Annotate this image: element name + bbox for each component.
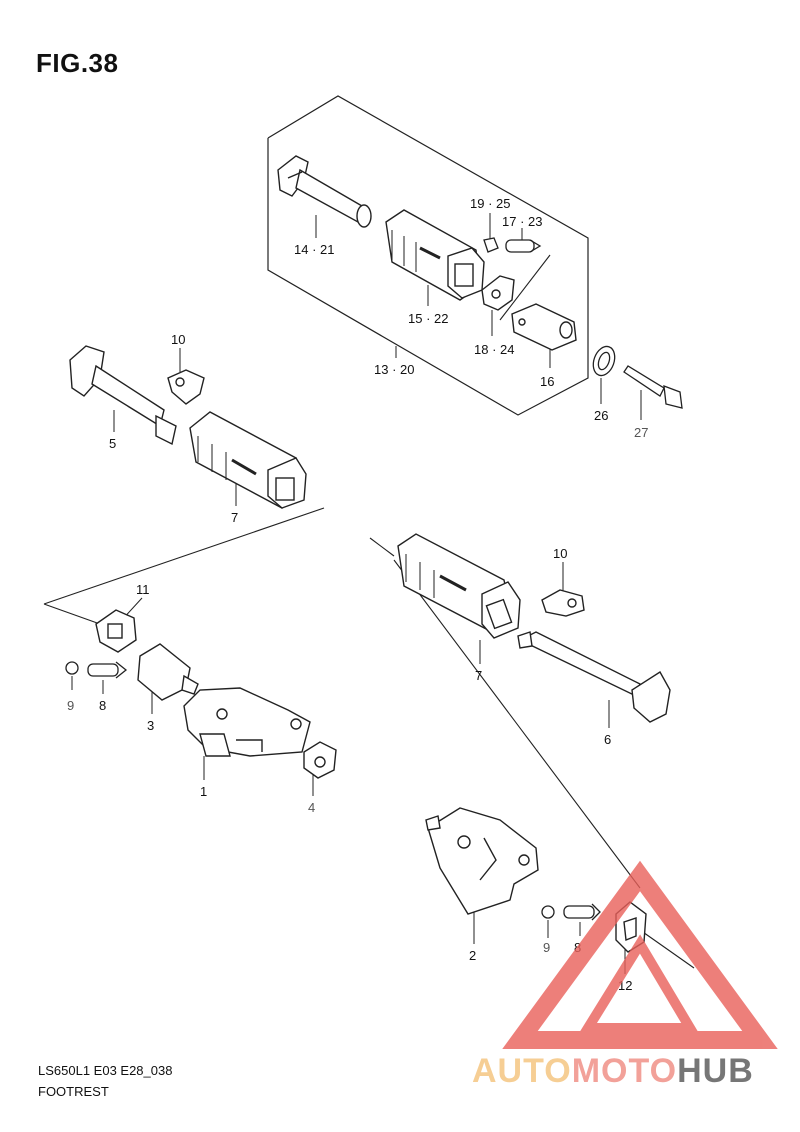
label-14-21: 14 · 21 bbox=[294, 242, 334, 257]
bracket-kit-part bbox=[511, 303, 577, 351]
label-16: 16 bbox=[540, 374, 554, 389]
washer-and-bolt-parts bbox=[592, 345, 683, 409]
plate-part-11 bbox=[95, 609, 137, 653]
footrest-bar-left-part bbox=[69, 345, 177, 446]
label-9-right: 9 bbox=[543, 940, 550, 955]
part-number-labels: 14 · 21 15 · 22 18 · 24 19 · 25 17 · 23 … bbox=[67, 196, 648, 993]
label-10-lower: 10 bbox=[553, 546, 567, 561]
label-26: 26 bbox=[594, 408, 608, 423]
assembly-guide-lines bbox=[43, 254, 695, 969]
footrest-rubber-kit-part bbox=[385, 209, 485, 301]
kit-outline-box bbox=[267, 95, 589, 416]
label-27: 27 bbox=[634, 425, 648, 440]
label-7-left: 7 bbox=[231, 510, 238, 525]
plate-kit-part bbox=[481, 275, 515, 311]
label-5: 5 bbox=[109, 436, 116, 451]
nut-and-pin-left bbox=[65, 661, 128, 679]
label-4: 4 bbox=[308, 800, 315, 815]
clip-part-lower bbox=[541, 589, 585, 617]
label-10-upper: 10 bbox=[171, 332, 185, 347]
mounting-bracket-left-part bbox=[183, 687, 311, 757]
label-15-22: 15 · 22 bbox=[408, 311, 448, 326]
label-6: 6 bbox=[604, 732, 611, 747]
label-2: 2 bbox=[469, 948, 476, 963]
footrest-bar-right-part bbox=[517, 631, 671, 723]
watermark-hub: HUB bbox=[677, 1052, 754, 1090]
label-17-23: 17 · 23 bbox=[502, 214, 542, 229]
label-11: 11 bbox=[136, 582, 150, 597]
mounting-bracket-right-part bbox=[425, 807, 539, 915]
label-18-24: 18 · 24 bbox=[474, 342, 514, 357]
figure-title: FIG.38 bbox=[36, 48, 119, 78]
section-name: FOOTREST bbox=[38, 1084, 109, 1099]
label-7-right: 7 bbox=[475, 668, 482, 683]
pivot-block-part bbox=[137, 643, 199, 701]
nut-and-pin-right bbox=[541, 903, 601, 921]
watermark-text: AUTOMOTOHUB bbox=[472, 1052, 754, 1090]
model-code: LS650L1 E03 E28_038 bbox=[38, 1063, 173, 1078]
footrest-rubber-left-part bbox=[189, 411, 307, 509]
footrest-rubber-right-part bbox=[397, 533, 521, 639]
label-9-left: 9 bbox=[67, 698, 74, 713]
watermark-moto: MOTO bbox=[572, 1052, 677, 1090]
watermark-logo: AUTOMOTOHUB bbox=[472, 860, 778, 1090]
label-1: 1 bbox=[200, 784, 207, 799]
label-3: 3 bbox=[147, 718, 154, 733]
nut-part-4 bbox=[303, 741, 337, 779]
label-8-left: 8 bbox=[99, 698, 106, 713]
nut-and-pin-kit-parts bbox=[483, 237, 542, 253]
clip-part-upper bbox=[167, 369, 205, 405]
footrest-bar-kit-part bbox=[277, 155, 372, 228]
watermark-auto: AUTO bbox=[472, 1052, 572, 1090]
label-13-20: 13 · 20 bbox=[374, 362, 414, 377]
label-19-25: 19 · 25 bbox=[470, 196, 510, 211]
